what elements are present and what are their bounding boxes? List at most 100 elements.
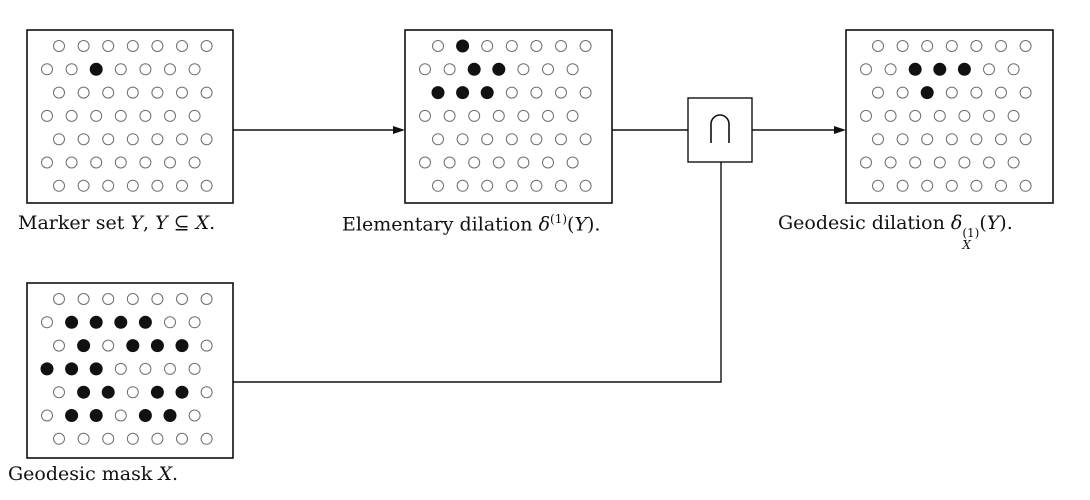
grid-point-empty [164, 63, 176, 76]
grid-point-empty [126, 386, 139, 399]
grid-point-empty [151, 86, 164, 99]
subset-symbol: ⊆ [173, 212, 190, 234]
grid-point-empty [872, 133, 884, 146]
grid-point-filled [126, 339, 140, 353]
grid-point-empty [200, 86, 213, 99]
grid-point-empty [102, 293, 115, 305]
grid-point-empty [921, 133, 934, 146]
panel-frame [26, 282, 234, 459]
grid-point-empty [481, 179, 494, 192]
caption-text: Elementary dilation [342, 213, 539, 236]
grid-point-empty [200, 432, 213, 445]
grid-point-empty [419, 156, 431, 169]
grid-point-empty [995, 86, 1007, 99]
grid-point-empty [139, 362, 152, 375]
grid-point-empty [995, 40, 1007, 52]
grid-point-empty [896, 40, 909, 52]
grid-point-empty [555, 179, 567, 192]
grid-point-empty [505, 86, 518, 99]
grid-point-filled [65, 315, 79, 329]
grid-point-empty [884, 63, 897, 76]
grid-point-filled [114, 315, 128, 329]
grid-point-filled [467, 62, 481, 76]
grid-point-empty [970, 40, 983, 52]
grid-point-empty [176, 86, 188, 99]
grid-point-empty [151, 40, 164, 52]
grid-point-empty [983, 109, 995, 122]
caption-text: Geodesic dilation [778, 212, 951, 234]
grid-point-empty [909, 109, 922, 122]
grid-point-empty [419, 109, 431, 122]
grid-point-empty [41, 109, 53, 122]
grid-point-empty [995, 179, 1007, 192]
grid-point-empty [492, 109, 505, 122]
grid-point-empty [176, 432, 188, 445]
grid-point-empty [896, 133, 909, 146]
operator-box [687, 97, 753, 163]
grid-point-filled [77, 385, 91, 399]
grid-point-empty [1007, 156, 1020, 169]
grid-point-empty [102, 339, 115, 352]
grid-point-filled [163, 409, 177, 422]
grid-point-empty [530, 40, 543, 52]
panel-geodesic-dilation [845, 29, 1054, 204]
caption-script-stack: (1)X [962, 227, 979, 251]
grid-point-empty [542, 156, 554, 169]
grid-point-empty [164, 156, 176, 169]
grid-point-empty [53, 40, 65, 52]
grid-point-filled [138, 409, 152, 422]
caption-variable: X [158, 463, 172, 485]
grid-point-filled [101, 385, 115, 399]
caption-variable: Y [130, 212, 143, 234]
grid-point-filled [480, 86, 494, 100]
grid-point-empty [77, 432, 90, 445]
grid-point-empty [200, 179, 213, 192]
grid-point-empty [53, 86, 65, 99]
grid-point-empty [542, 63, 554, 76]
panel-frame [26, 29, 234, 204]
grid-point-empty [126, 133, 139, 146]
caption-geodesic-mask: Geodesic mask X. [8, 463, 178, 485]
line-mask-to-intersection [233, 162, 722, 383]
grid-point-filled [431, 86, 445, 100]
connectors [233, 126, 846, 383]
grid-point-empty [176, 133, 188, 146]
grid-point-empty [958, 109, 971, 122]
grid-point-empty [860, 109, 872, 122]
grid-point-empty [164, 316, 176, 329]
grid-point-filled [920, 86, 934, 100]
grid-point-empty [126, 432, 139, 445]
grid-point-empty [970, 86, 983, 99]
grid-point-filled [77, 339, 91, 353]
grid-point-empty [1007, 109, 1020, 122]
grid-point-empty [114, 156, 127, 169]
grid-point-empty [53, 339, 65, 352]
grid-point-empty [200, 40, 213, 52]
grid-point-empty [188, 109, 201, 122]
grid-point-filled [150, 385, 164, 399]
grid-point-empty [53, 293, 65, 305]
caption-variable: X [195, 212, 210, 234]
grid-point-empty [921, 179, 934, 192]
grid-point-empty [102, 432, 115, 445]
grid-point-empty [114, 362, 127, 375]
caption-period: . [209, 212, 216, 234]
grid-point-empty [151, 179, 164, 192]
caption-paren: ( [567, 213, 575, 236]
delta-symbol: δ [950, 212, 963, 234]
grid-point-empty [970, 133, 983, 146]
grid-point-empty [77, 86, 90, 99]
panel-frame [845, 29, 1054, 204]
grid-point-filled [150, 339, 164, 353]
grid-point-empty [164, 362, 176, 375]
grid-point-empty [90, 156, 103, 169]
grid-point-filled [65, 409, 79, 422]
caption-separator: , [142, 212, 156, 234]
grid-point-empty [566, 109, 579, 122]
grid-point-filled [456, 86, 470, 100]
grid-point-empty [90, 109, 103, 122]
grid-point-empty [126, 86, 139, 99]
grid-point-empty [1019, 86, 1032, 99]
grid-point-empty [200, 133, 213, 146]
grid-point-empty [945, 86, 958, 99]
